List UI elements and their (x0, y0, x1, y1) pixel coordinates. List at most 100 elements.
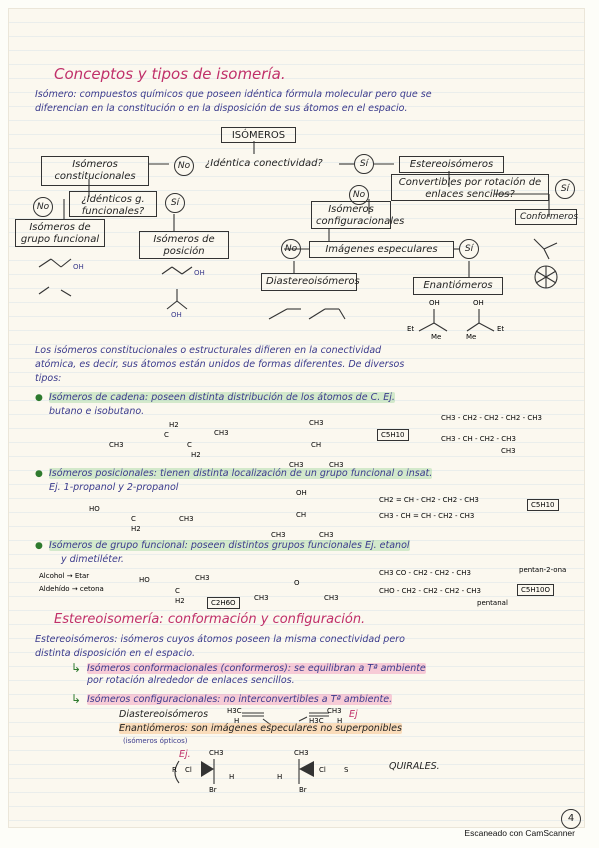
no-circle-4: No (281, 239, 301, 259)
si-circle-1: Sí (354, 154, 374, 174)
en1-ch3: CH3 (209, 749, 224, 757)
fun-formula-1-note: pentan-2-ona (519, 566, 567, 574)
paragraph-line-3: tipos: (35, 373, 62, 384)
isobutane-ch3-top: CH3 (309, 419, 324, 427)
fun-formula-2-note: pentanal (477, 599, 508, 607)
posicionales-heading: Isómeros posicionales: tienen distinta l… (49, 468, 433, 479)
isomeros-root-box: ISÓMEROS (221, 127, 296, 143)
conformacionales-text: Isómeros conformacionales (conformeros):… (87, 663, 426, 674)
intro-line-2: diferencian en la constitución o en la d… (35, 103, 408, 114)
enantio-text: Enantiómeros: son imágenes especulares n… (119, 723, 402, 734)
fun-formula-box: C2H6O (207, 597, 240, 609)
enantio-ej: Ej. (179, 749, 191, 760)
estereo-heading: Estereoisomería: conformación y configur… (54, 612, 366, 627)
en1-h: H (229, 773, 235, 781)
optic-note: (isómeros ópticos) (123, 737, 188, 745)
pos-formula-1: CH2 = CH - CH2 - CH2 - CH3 (379, 496, 479, 504)
oh-label-5: OH (473, 299, 484, 307)
ether-ch3-right: CH3 (324, 594, 339, 602)
cadena-c-1: C (164, 431, 169, 439)
pos-h2: H2 (131, 525, 141, 533)
en1-r: R (172, 766, 177, 774)
funcional-example: y dimetiléter. (61, 554, 124, 565)
pos-ho: HO (89, 505, 100, 513)
pos2-ch3-right: CH3 (319, 531, 334, 539)
dias-ch3: CH3 (327, 707, 342, 715)
oh-label-3: OH (171, 311, 182, 319)
et-label-2: Et (497, 325, 505, 333)
paragraph-line-2: atómica, es decir, sus átomos están unid… (35, 359, 405, 370)
en2-ch3: CH3 (294, 749, 309, 757)
estereo-def-2: distinta disposición en el espacio. (35, 648, 196, 659)
en1-br: Br (209, 786, 217, 794)
conformeros-box: Conformeros (515, 209, 578, 225)
bullet-3: ● (35, 541, 43, 551)
funcional-heading-text: Isómeros de grupo funcional: poseen dist… (49, 540, 410, 551)
bullet-2: ● (35, 469, 43, 479)
notebook-page: Conceptos y tipos de isomería. Isómero: … (8, 8, 585, 829)
cadena-linear-formula: CH3 - CH2 - CH2 - CH2 - CH3 (441, 414, 542, 422)
oh-label-1: OH (73, 263, 84, 271)
rotacion-question-box: Convertibles por rotación de enlaces sen… (391, 174, 549, 201)
pos-c: C (131, 515, 136, 523)
pos2-ch3-left: CH3 (271, 531, 286, 539)
estereo-def-1: Estereoisómeros: isómeros cuyos átomos p… (35, 634, 405, 645)
me-label-1: Me (431, 333, 442, 341)
fun-formula-2: CHO - CH2 - CH2 - CH2 - CH3 (379, 587, 481, 595)
page-title: Conceptos y tipos de isomería. (54, 65, 286, 83)
cadena-h2-1: H2 (169, 421, 179, 429)
cadena-branched-formula: CH3 - CH - CH2 - CH3 (441, 435, 516, 443)
quirales-label: QUIRALES. (389, 761, 440, 772)
si-circle-4: Sí (459, 239, 479, 259)
fun-c: C (175, 587, 180, 595)
scanner-footer: Escaneado con CamScanner (464, 828, 575, 838)
alcohol-label: Alcohol → Etar (39, 572, 90, 580)
fun-h2: H2 (175, 597, 185, 605)
ether-o: O (294, 579, 300, 587)
isobutane-ch3-left: CH3 (289, 461, 304, 469)
conformacionales-line: Isómeros conformacionales (conformeros):… (87, 663, 426, 674)
et-label-1: Et (407, 325, 415, 333)
page-number: 4 (561, 809, 581, 829)
cadena-ch3-2: CH3 (214, 429, 229, 437)
pos2-oh: OH (296, 489, 307, 497)
cadena-h2-2: H2 (191, 451, 201, 459)
isobutane-ch3-right: CH3 (329, 461, 344, 469)
question-conectividad: ¿Idéntica conectividad? (205, 158, 323, 169)
constitucionales-box: Isómeros constitucionales (41, 156, 149, 186)
posicion-box: Isómeros de posición (139, 231, 229, 259)
me-label-2: Me (466, 333, 477, 341)
estereoisomeros-box: Estereoisómeros (399, 156, 504, 173)
conformacionales-line-2: por rotación alrededor de enlaces sencil… (87, 675, 295, 686)
arrow-1: ↳ (71, 661, 82, 675)
cadena-formula-box: C5H10 (377, 429, 409, 441)
ether-ch3-left: CH3 (254, 594, 269, 602)
dias-h3c-2: H3C (309, 717, 324, 725)
configuracionales-text: Isómeros configuracionales: no interconv… (87, 694, 393, 705)
cadena-branch-ch3: CH3 (501, 447, 516, 455)
pos-formula-2: CH3 - CH = CH - CH2 - CH3 (379, 512, 475, 520)
posicionales-example: Ej. 1-propanol y 2-propanol (49, 482, 179, 493)
posicionales-heading-text: Isómeros posicionales: tienen distinta l… (49, 468, 433, 479)
en2-h: H (277, 773, 283, 781)
enantio-line: Enantiómeros: son imágenes especulares n… (119, 723, 402, 734)
si-circle-2: Sí (165, 193, 185, 213)
aldehido-label: Aldehído → cetona (39, 585, 104, 593)
dias-h-2: H (337, 717, 343, 725)
dias-h3c-1: H3C (227, 707, 242, 715)
configuracionales-line: Isómeros configuracionales: no interconv… (87, 694, 393, 705)
fun-formula-box-2: C5H10O (517, 584, 555, 596)
oh-label-2: OH (194, 269, 205, 277)
cadena-heading: Isómeros de cadena: poseen distinta dist… (49, 392, 395, 403)
fun-formula-1: CH3 CO - CH2 - CH2 - CH3 (379, 569, 471, 577)
paragraph-line-1: Los isómeros constitucionales o estructu… (35, 345, 382, 356)
oh-label-4: OH (429, 299, 440, 307)
funcional-heading: Isómeros de grupo funcional: poseen dist… (49, 540, 410, 551)
pos-ch3: CH3 (179, 515, 194, 523)
en1-cl: Cl (185, 766, 192, 774)
pos-formula-box: C5H10 (527, 499, 559, 511)
no-circle-1: No (174, 156, 194, 176)
diastereoisomeros-box: Diastereoisómeros (261, 273, 360, 291)
cadena-heading-text: Isómeros de cadena: poseen distinta dist… (49, 392, 395, 403)
grupo-funcional-box: Isómeros de grupo funcional (15, 219, 105, 247)
